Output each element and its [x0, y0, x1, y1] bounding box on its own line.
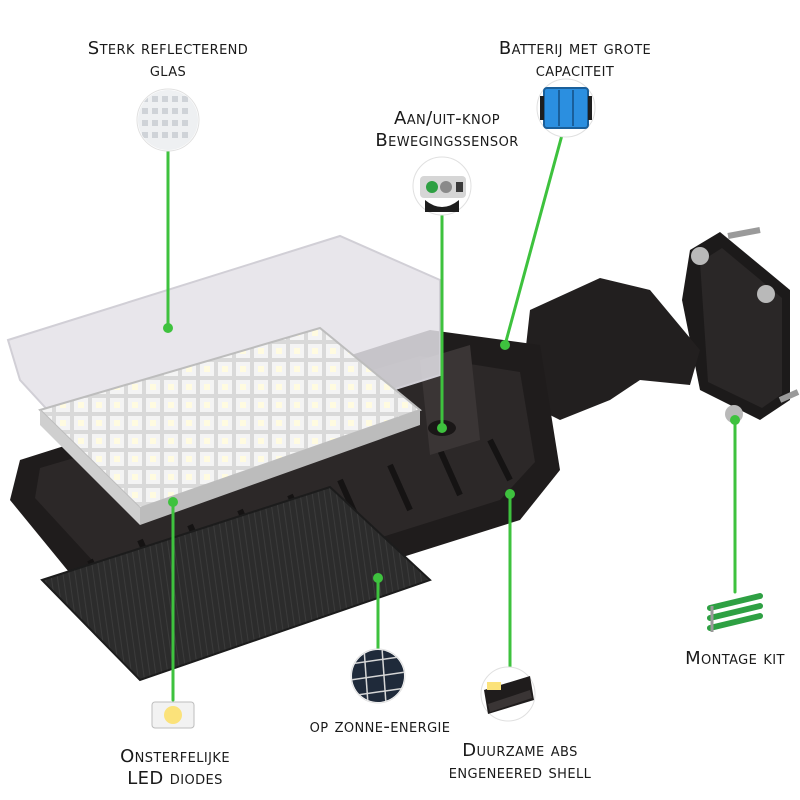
- label-glass-line2: glas: [149, 60, 187, 81]
- label-sensor-line1: Aan/uit-knop: [394, 108, 500, 129]
- label-battery: Batterij met grote capaciteit: [465, 38, 685, 82]
- label-sensor-line2: Bewegingssensor: [375, 130, 519, 151]
- mounting-kit-thumbnail: [707, 593, 763, 632]
- motion-sensor-icon: [440, 181, 452, 193]
- label-solar: op zonne-energie: [280, 716, 480, 738]
- label-mount-line1: Montage kit: [685, 648, 785, 669]
- leader-dots: [163, 323, 740, 583]
- wall-bracket: [682, 227, 800, 423]
- label-shell: Duurzame abs engeneered shell: [410, 740, 630, 784]
- label-glass-line1: Sterk reflecterend: [87, 38, 249, 59]
- solar-panel: [40, 485, 432, 682]
- leader-line-battery: [503, 133, 564, 347]
- screw-icon: [757, 285, 775, 303]
- label-glass: Sterk reflecterend glas: [58, 38, 278, 82]
- mounting-arm: [520, 278, 700, 420]
- label-shell-line2: engeneered shell: [448, 762, 592, 783]
- label-shell-line1: Duurzame abs: [462, 740, 578, 761]
- led-thumbnail: [151, 701, 195, 729]
- shell-thumbnail: [480, 666, 536, 722]
- solar-thumbnail: [350, 648, 406, 704]
- label-led-line1: Onsterfelijke: [120, 746, 230, 767]
- label-mount: Montage kit: [660, 648, 800, 670]
- leader-lines: [166, 133, 737, 702]
- battery-thumbnail: [536, 78, 596, 138]
- glass-thumbnail: [136, 88, 200, 152]
- label-solar-line1: op zonne-energie: [309, 716, 451, 737]
- sensor-thumbnail: [412, 156, 472, 216]
- label-sensor: Aan/uit-knop Bewegingssensor: [342, 108, 552, 152]
- screw-icon: [691, 247, 709, 265]
- label-battery-line1: Batterij met grote: [498, 38, 652, 59]
- label-battery-line2: capaciteit: [535, 60, 615, 81]
- led-module: [38, 326, 423, 525]
- led-chip-icon: [164, 706, 182, 724]
- label-led: Onsterfelijke LED diodes: [80, 746, 270, 790]
- label-led-line2: LED diodes: [127, 768, 223, 789]
- power-button-icon: [426, 181, 438, 193]
